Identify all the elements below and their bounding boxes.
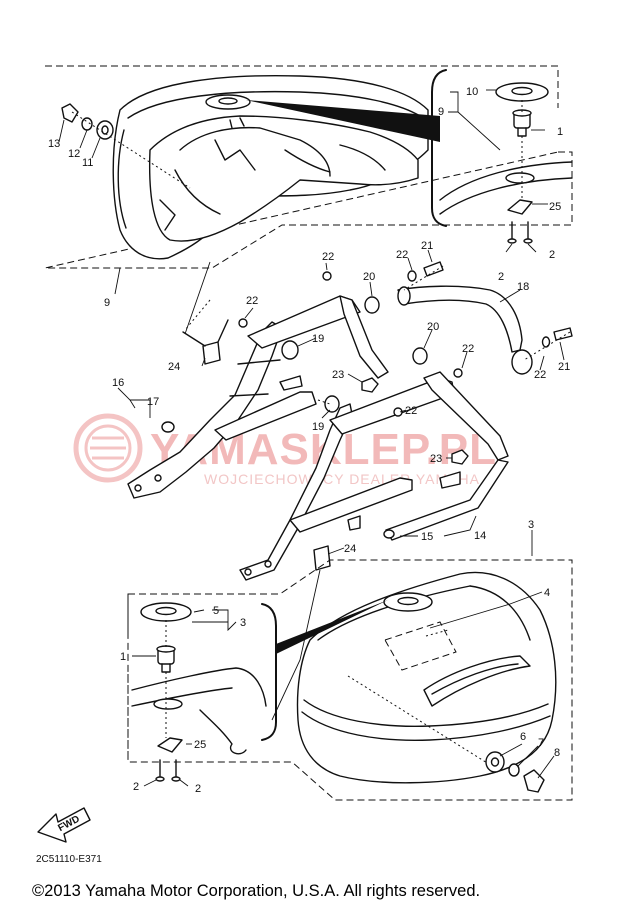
part-5-lock-cover [140,602,192,622]
part-25-bracket-lower [157,737,183,753]
callout-20-b: 20 [427,321,439,333]
callout-10: 10 [466,86,478,98]
callout-21-b: 21 [558,361,570,373]
callout-22-b: 22 [246,295,258,307]
callout-20-a: 20 [363,271,375,283]
zoom-wedge-top [246,100,440,142]
part-22-washer-d [453,368,463,378]
callout-22-c: 22 [396,249,408,261]
part-22-washer-f [541,336,551,348]
callout-2-bottom-left: 2 [133,781,139,793]
callout-25-top: 25 [549,201,561,213]
part-24-bracket-lower [313,545,331,571]
callout-23-b: 23 [430,453,442,465]
zoom-bracket-top [431,69,447,227]
callout-25-bottom: 25 [194,739,206,751]
copyright-text: ©2013 Yamaha Motor Corporation, U.S.A. A… [32,882,480,900]
callout-1-bottom: 1 [120,651,126,663]
leader-lines [58,89,565,787]
left-bag-interior [148,115,419,242]
callout-4: 4 [544,587,550,599]
part-22-washer-b [238,318,248,328]
forward-arrow: FWD [37,807,91,843]
right-saddlebag-outline [127,559,573,801]
callout-14: 14 [474,530,486,542]
callout-9-bottom: 9 [104,297,110,309]
callout-12: 12 [68,148,80,160]
part-19-collar-upper [281,340,299,360]
callout-19-b: 19 [312,421,324,433]
saddlebag-stays [127,261,573,721]
fwd-arrow-icon [37,807,91,843]
callout-2-top-left: 2 [498,271,504,283]
part-19-collar-lower [324,395,340,413]
part-8-clip [523,769,545,793]
part-20-collar-lower [412,347,428,365]
part-7-washer [508,763,520,777]
part-22-washer-c [407,270,417,282]
callout-21-a: 21 [421,240,433,252]
right-bag-handle [423,655,531,707]
part-21-bolt-lower [553,327,573,341]
part-24-bracket-upper [202,341,221,365]
callout-11: 11 [82,157,93,169]
part-22-washer-a [322,271,332,281]
part-13-clip [61,103,79,123]
part-18-rail [397,285,523,353]
callout-22-d: 22 [462,343,474,355]
part-10-lock-cover [495,82,549,102]
right-saddlebag-group [127,559,573,801]
left-saddlebag-group [44,65,573,269]
callout-7: 7 [538,737,544,749]
part-6-grommet [485,751,505,773]
right-bag-shell [296,571,557,784]
callout-16: 16 [112,377,124,389]
callout-9-top: 9 [438,106,444,118]
part-15-collar [383,529,395,539]
callout-3-bottom: 3 [240,617,246,629]
part-22-washer-e [393,407,403,417]
part-21-bolt-upper [423,261,444,277]
part-12-washer [81,117,93,131]
left-lock-cap [205,94,251,110]
left-saddlebag-outline [44,65,573,269]
part-20-collar-upper [364,296,380,314]
part-11-grommet [96,120,114,140]
callout-24-b: 24 [344,543,356,555]
callout-23-a: 23 [332,369,344,381]
callout-24-a: 24 [168,361,180,373]
part-17-collar [161,421,175,433]
callout-3-top: 3 [528,519,534,531]
callout-22-e: 22 [405,405,417,417]
callout-15: 15 [421,531,433,543]
callout-18: 18 [517,281,529,293]
callout-8: 8 [554,747,560,759]
callout-6: 6 [520,731,526,743]
zoom-bracket-bottom [261,603,277,741]
zoom-wedge-bottom [276,600,388,654]
callout-19-a: 19 [312,333,324,345]
callout-22-a: 22 [322,251,334,263]
callout-1-top: 1 [557,126,563,138]
part-23-nut-upper [361,377,379,393]
callout-2-bottom-right: 2 [195,783,201,795]
part-25-bracket [507,199,533,215]
callout-17: 17 [147,396,159,408]
part-14-right-stay [239,403,353,581]
callout-22-f: 22 [534,369,546,381]
part-23-nut-lower [451,449,469,465]
right-lock-cap [383,592,433,612]
diagram-code: 2C51110-E371 [36,854,102,865]
callout-2-top-right: 2 [549,249,555,261]
callout-13: 13 [48,138,60,150]
callout-numbers: 10 9 1 25 2 2 9 13 12 11 22 22 22 21 20 … [48,86,570,795]
callout-5: 5 [213,605,219,617]
watermark-sub-text: WOJCIECHOWSCY DEALER YAMAHA [204,471,480,487]
